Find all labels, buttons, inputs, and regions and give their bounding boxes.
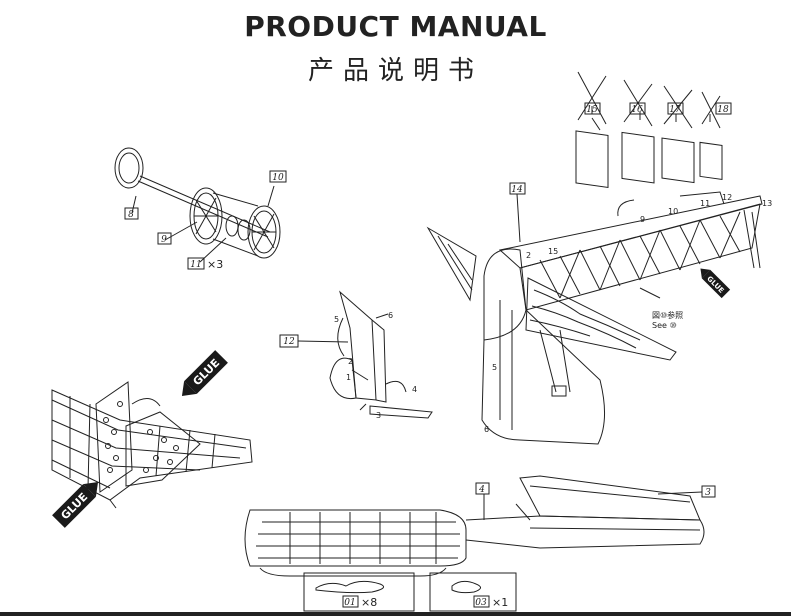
step-1: 1 — [346, 373, 351, 382]
part-label-4: 4 — [478, 485, 485, 495]
part-8-box — [124, 207, 139, 220]
step-5: 5 — [334, 315, 339, 324]
glue-tag-3: GLUE — [700, 268, 731, 299]
part-label-9: 9 — [161, 235, 167, 245]
axle-assembly — [114, 147, 281, 263]
part-3-box — [701, 485, 716, 498]
step-3: 3 — [376, 411, 381, 420]
part-17-box — [667, 102, 684, 115]
part-16-box — [629, 102, 646, 115]
piece-03-box — [429, 572, 517, 612]
part-18-box — [715, 102, 732, 115]
part-12-box — [279, 334, 299, 348]
part-label-3: 3 — [705, 488, 711, 498]
part-4-box — [475, 482, 490, 495]
page-title: PRODUCT MANUAL — [244, 10, 547, 43]
fuselage-mark-13: 13 — [762, 199, 772, 208]
see-note-cn: 図⑩参照 — [652, 310, 683, 320]
fuselage-assembly — [426, 71, 763, 445]
lower-wing-assembly — [244, 475, 705, 577]
part-label-17: 17 — [669, 105, 681, 115]
page-subtitle: 产品说明书 — [307, 56, 483, 86]
fuselage-mark-10: 10 — [668, 207, 678, 216]
glue-tag-1: GLUE — [181, 350, 228, 397]
piece-01-box — [303, 572, 415, 612]
piece-label-03: 03 — [475, 598, 487, 608]
part-9-box — [157, 232, 172, 245]
qty-01: ×8 — [361, 596, 377, 609]
fuselage-mark-6: 6 — [484, 425, 489, 434]
part-label-18: 18 — [717, 105, 729, 115]
qty-11: ×3 — [207, 258, 223, 271]
step-4: 4 — [412, 385, 417, 394]
qty-03: ×1 — [492, 596, 508, 609]
part-label-11: 11 — [190, 260, 201, 270]
wing-section-left — [51, 381, 253, 509]
see-note-en: See ⑩ — [652, 321, 677, 330]
part-label-15: 15 — [586, 105, 598, 115]
fuselage-mark-11: 11 — [700, 199, 710, 208]
step-6: 6 — [388, 311, 393, 320]
piece-label-01: 01 — [344, 598, 355, 608]
bracket-assembly — [297, 290, 433, 419]
part-label-10: 10 — [272, 173, 284, 183]
part-14-box — [509, 182, 526, 195]
part-label-16: 16 — [631, 105, 643, 115]
fuselage-mark-9: 9 — [640, 215, 645, 224]
part-label-12: 12 — [283, 337, 295, 347]
part-11-box — [187, 257, 205, 270]
fuselage-mark-15: 15 — [548, 247, 558, 256]
fuselage-mark-5: 5 — [492, 363, 497, 372]
part-10-box — [269, 170, 287, 183]
fuselage-mark-2: 2 — [526, 251, 531, 260]
fuselage-mark-12: 12 — [722, 193, 732, 202]
step-2: 2 — [348, 357, 353, 366]
part-label-8: 8 — [128, 210, 134, 220]
part-label-14: 14 — [511, 185, 523, 195]
part-15-box — [584, 102, 601, 115]
